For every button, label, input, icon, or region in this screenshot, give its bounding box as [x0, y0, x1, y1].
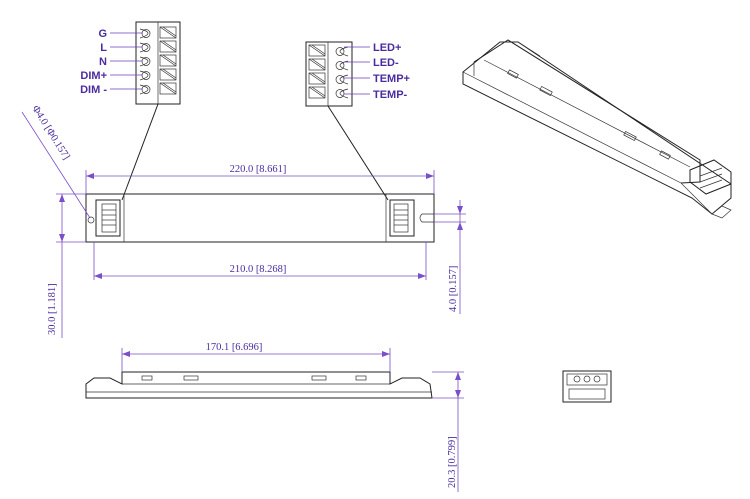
mounting-hole-left [87, 216, 95, 224]
end-view [562, 370, 612, 403]
dim-slot-width: 4.0 [0.157] [448, 266, 459, 312]
terminal-label-dim-plus: DIM+ [80, 70, 107, 82]
terminal-label-n: N [99, 56, 107, 68]
terminal-block-right: LED+ LED- TEMP+ TEMP- [305, 41, 410, 107]
terminal-label-dim-minus: DIM - [80, 84, 107, 96]
dim-overall-length: 220.0 [8.661] [230, 164, 287, 175]
terminal-label-g: G [98, 28, 107, 40]
dim-side-length: 170.1 [6.696] [206, 342, 263, 353]
terminal-label-temp-minus: TEMP- [373, 89, 408, 101]
terminal-block-right-slots [308, 44, 326, 99]
terminal-label-temp-plus: TEMP+ [373, 73, 410, 85]
leader-right-terminal [327, 105, 389, 201]
terminal-block-left: G L N DIM+ DIM - [80, 21, 181, 105]
dim-width: 30.0 [1.181] [47, 283, 58, 335]
top-view [85, 193, 435, 243]
top-view-left-connector [95, 199, 121, 237]
dim-height: 20.3 [0.799] [447, 436, 458, 488]
terminal-label-l: L [100, 42, 107, 54]
terminal-block-right-wire-entries [335, 46, 349, 99]
terminal-block-left-wire-entries [139, 28, 151, 95]
dim-mounting-length: 210.0 [8.268] [230, 264, 287, 275]
terminal-label-led-plus: LED+ [373, 42, 401, 54]
terminal-block-right-leaders [344, 46, 370, 95]
terminal-block-left-slots [159, 26, 177, 95]
mounting-slot-right [419, 213, 434, 223]
leader-left-terminal [121, 103, 159, 201]
side-view [85, 371, 433, 399]
terminal-block-left-leaders [110, 32, 142, 90]
terminal-label-led-minus: LED- [373, 57, 399, 69]
top-view-right-connector [389, 199, 415, 237]
isometric-view [462, 39, 732, 219]
